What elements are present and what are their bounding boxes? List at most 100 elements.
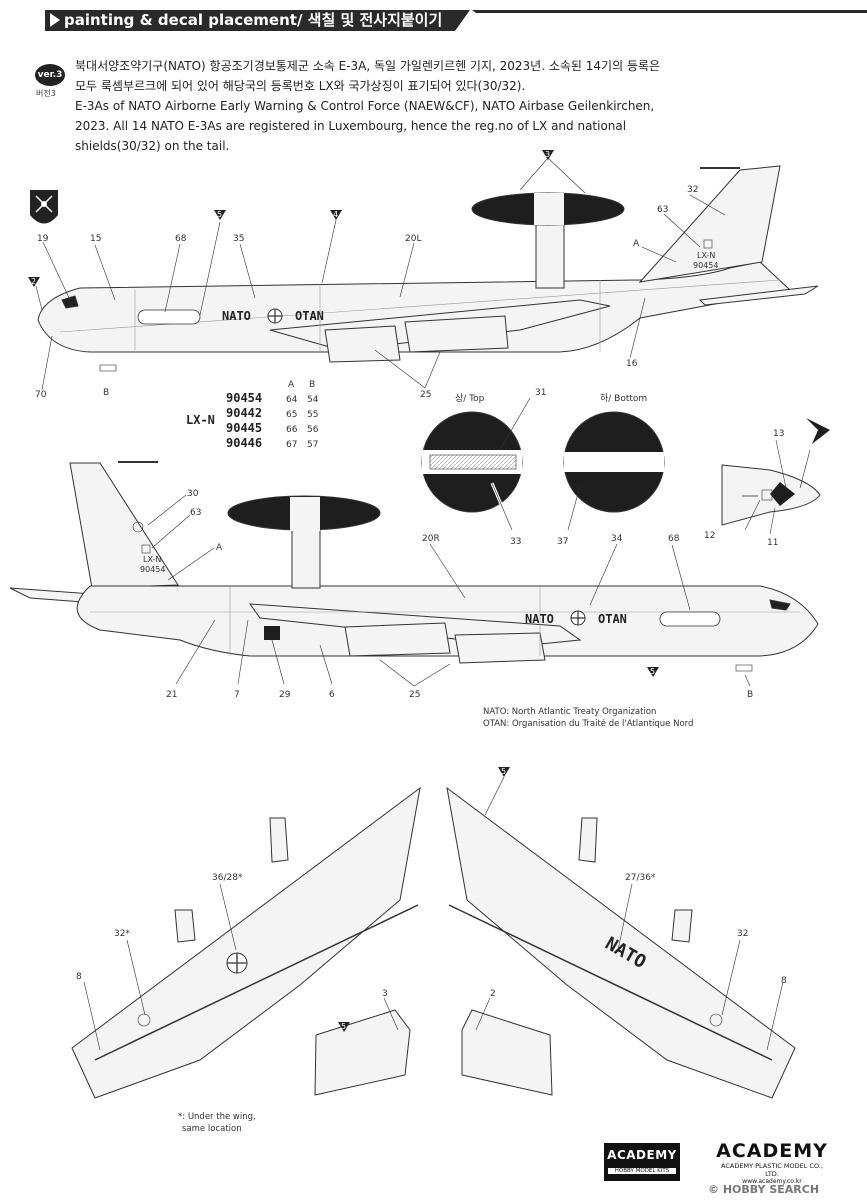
svg-text:90442: 90442	[226, 406, 262, 420]
callout-20R: 20R	[422, 534, 440, 544]
svg-text:66: 66	[286, 425, 298, 435]
intro-en-2: 2023. All 14 NATO E-3As are registered i…	[75, 119, 627, 133]
roundel-right	[570, 610, 586, 626]
rotodome-bottom-view	[563, 411, 665, 531]
marker-5-wing-left: 5	[338, 1022, 350, 1032]
callout-19: 19	[37, 234, 49, 244]
svg-text:5: 5	[650, 667, 655, 676]
wing-right-underside	[446, 786, 796, 1099]
svg-text:64: 64	[286, 395, 298, 405]
naewcf-crest	[30, 190, 58, 224]
marker-2-left: 2	[28, 277, 40, 287]
svg-text:4: 4	[333, 210, 338, 219]
callout-30: 30	[187, 489, 199, 499]
svg-text:90446: 90446	[226, 436, 262, 450]
tail-reg-prefix-left: LX-N	[697, 251, 715, 260]
academy-main-logo: ACADEMY ACADEMY PLASTIC MODEL CO., LTD. …	[716, 1140, 828, 1185]
callout-7: 7	[234, 690, 240, 700]
header-bar: painting & decal placement/ 색칠 및 전사지붙이기	[0, 0, 867, 40]
intro-en-1: E-3As of NATO Airborne Early Warning & C…	[75, 99, 655, 113]
callout-B-right: B	[747, 690, 753, 700]
footnote-line1: *: Under the wing,	[178, 1112, 256, 1122]
door-29	[264, 626, 280, 640]
page-title: painting & decal placement/ 색칠 및 전사지붙이기	[64, 11, 443, 29]
intro-ko-1: 북대서양조약기구(NATO) 항공조기경보통제군 소속 E-3A, 독일 가일렌…	[75, 59, 661, 73]
callout-32-left: 32	[687, 185, 698, 195]
callout-11: 11	[767, 538, 778, 548]
header-shape	[45, 10, 867, 31]
legend-nato: NATO: North Atlantic Treaty Organization	[483, 707, 656, 717]
version-sub: 버전3	[36, 89, 56, 98]
callout-6: 6	[329, 690, 335, 700]
hobby-search-watermark: © HOBBY SEARCH	[708, 1183, 820, 1196]
callout-27-36: 27/36*	[625, 873, 656, 883]
academy-badge-sub: HOBBY MODEL KITS	[608, 1168, 676, 1174]
callout-21: 21	[166, 690, 177, 700]
academy-main-sub2: www.academy.co.kr	[742, 1178, 802, 1185]
callout-68-right: 68	[668, 534, 680, 544]
svg-text:5: 5	[501, 767, 506, 776]
callout-37: 37	[557, 537, 568, 547]
svg-text:90454: 90454	[226, 391, 262, 405]
callout-33: 33	[510, 537, 521, 547]
leaders-left	[35, 157, 726, 391]
callout-16: 16	[626, 359, 638, 369]
svg-text:A: A	[288, 380, 295, 390]
fuselage-nato-right: NATO	[525, 612, 554, 626]
marker-5-left: 5	[214, 210, 226, 220]
callout-12: 12	[704, 531, 715, 541]
svg-text:55: 55	[307, 410, 318, 420]
callout-63-right: 63	[190, 508, 201, 518]
academy-badge-text: ACADEMY	[607, 1148, 677, 1162]
intro-ko-2: 모두 룩셈부르크에 되어 있어 해당국의 등록번호 LX와 국가상징이 표기되어…	[75, 79, 526, 93]
fuselage-otan-right: OTAN	[598, 612, 627, 626]
wing-left-underside	[71, 786, 421, 1099]
callout-36-28: 36/28*	[212, 873, 243, 883]
fuselage-otan-left: OTAN	[295, 309, 324, 323]
tail-shield-right	[141, 544, 151, 554]
wing-right-shield	[709, 1013, 723, 1027]
window-panel-68-left	[137, 309, 201, 325]
wing-left-shield	[137, 1013, 151, 1027]
tail-crest-right	[132, 521, 144, 533]
tail-reg-number-right: 90454	[140, 565, 165, 574]
callout-20L: 20L	[405, 234, 421, 244]
svg-text:56: 56	[307, 425, 319, 435]
academy-badge-logo: ACADEMY HOBBY MODEL KITS	[604, 1143, 680, 1181]
callout-15-left: 15	[90, 234, 101, 244]
legend-otan: OTAN: Organisation du Traité de l'Atlant…	[483, 718, 693, 729]
tail-shield-left	[703, 239, 713, 249]
academy-main-sub: ACADEMY PLASTIC MODEL CO., LTD.	[721, 1162, 823, 1178]
wing-left-lines	[83, 883, 419, 1061]
callout-3: 3	[382, 989, 388, 999]
svg-text:54: 54	[307, 395, 319, 405]
footnote-line2: same location	[182, 1124, 242, 1134]
version-badge: ver.3	[35, 64, 65, 86]
fuselage-nato-left: NATO	[222, 309, 251, 323]
callout-8-right: 8	[781, 976, 787, 986]
intro-en-3: shields(30/32) on the tail.	[75, 139, 230, 153]
tail-reg-prefix-right: LX-N	[143, 555, 161, 564]
callout-2: 2	[490, 989, 496, 999]
svg-text:5: 5	[341, 1022, 346, 1031]
callout-25-left: 25	[420, 390, 431, 400]
svg-text:5: 5	[217, 210, 222, 219]
callout-A-left: A	[633, 239, 640, 249]
rotodome-top-label: 상/ Top	[455, 393, 485, 404]
svg-text:67: 67	[286, 440, 297, 450]
wing-left-roundel	[226, 952, 248, 974]
svg-text:3: 3	[545, 150, 550, 159]
marker-5-right: 5	[647, 667, 659, 677]
marker-3-top: 3	[542, 150, 554, 160]
callout-8-left: 8	[76, 972, 82, 982]
decal-b-left	[99, 364, 117, 372]
svg-text:B: B	[309, 380, 315, 390]
decal-b-right	[735, 664, 753, 672]
callout-B-left: B	[103, 388, 109, 398]
window-panel-68-right	[659, 611, 721, 627]
marker-4-left: 4	[330, 210, 342, 220]
callout-32-wing-left: 32*	[114, 929, 130, 939]
aircraft-right-view	[9, 461, 819, 664]
callout-34: 34	[611, 534, 623, 544]
